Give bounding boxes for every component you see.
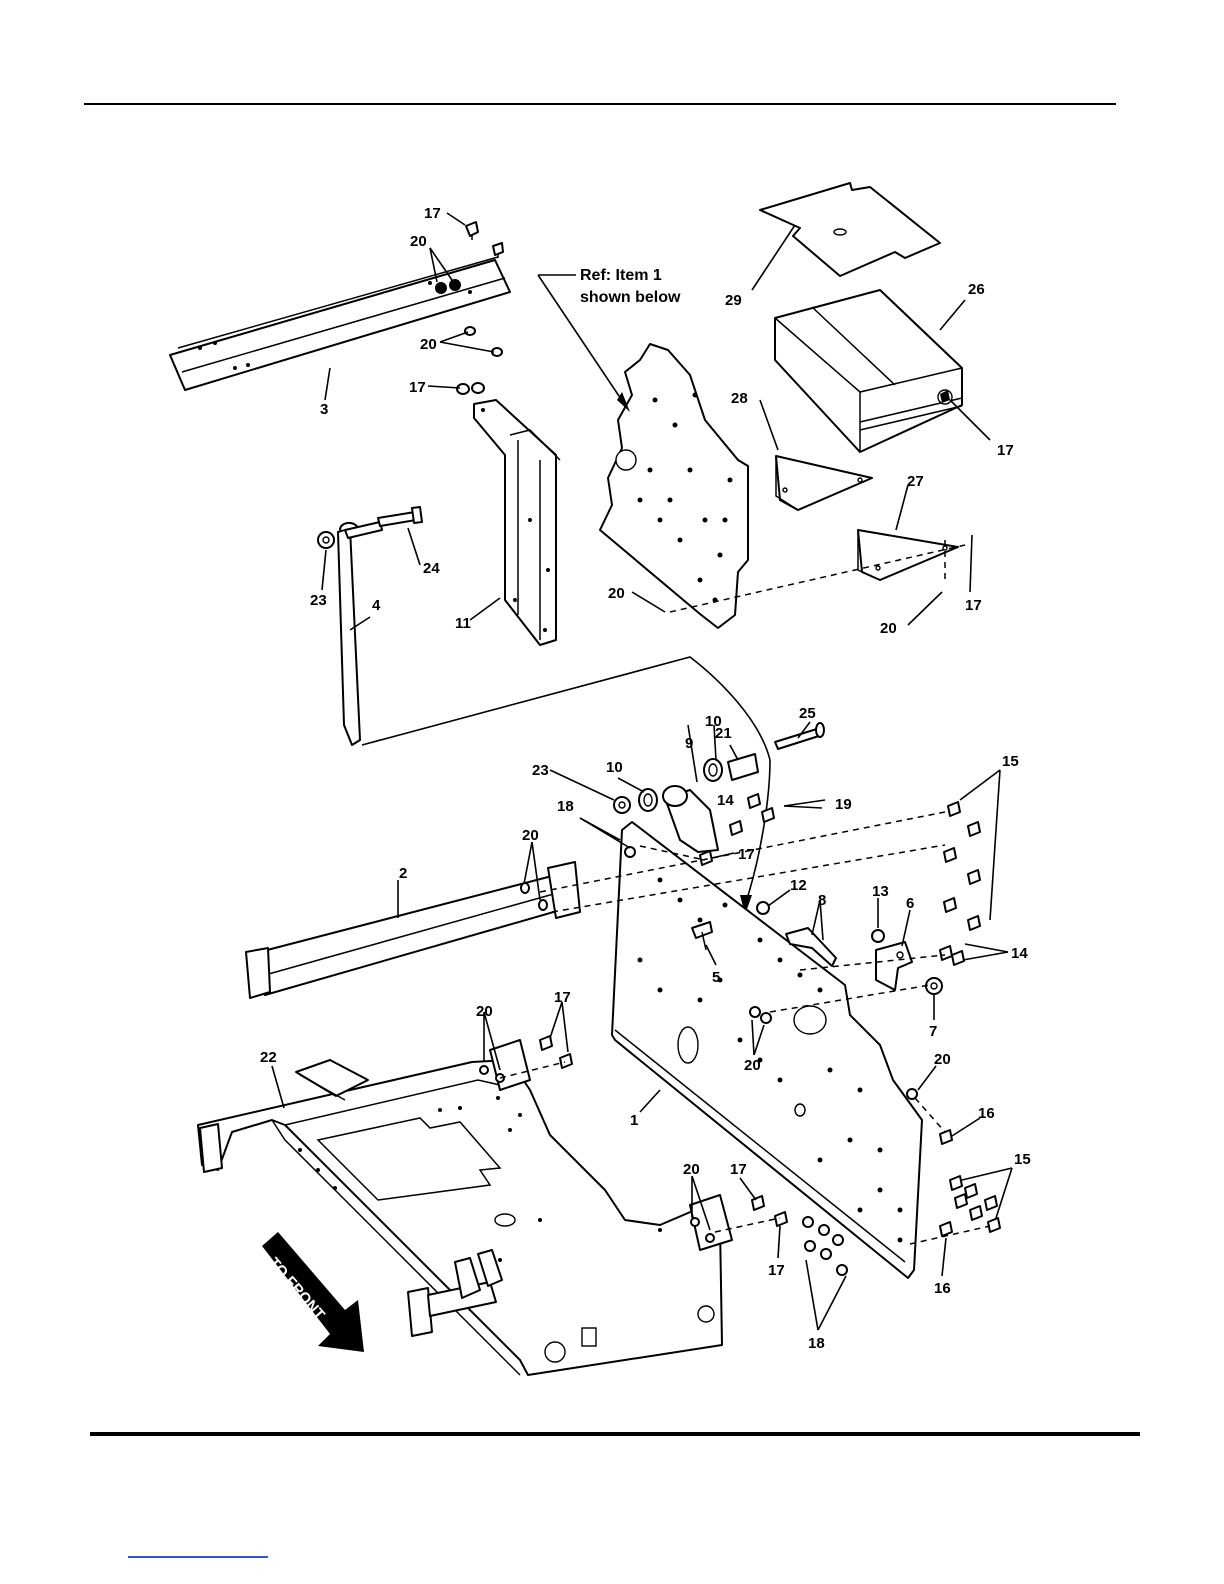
callout-20: 20 (608, 585, 625, 602)
callout-20: 20 (683, 1161, 700, 1178)
part-28-bracket (776, 456, 872, 510)
part-23-nut-upper (318, 532, 334, 548)
callout-23: 23 (310, 592, 327, 609)
part-26-battery-box (775, 290, 962, 452)
callout-20: 20 (420, 336, 437, 353)
callout-15: 15 (1002, 753, 1019, 770)
callout-29: 29 (725, 292, 742, 309)
callout-9: 9 (685, 735, 693, 752)
callout-23: 23 (532, 762, 549, 779)
callout-17: 17 (409, 379, 426, 396)
callout-20: 20 (744, 1057, 761, 1074)
part-7-knob (926, 978, 942, 994)
callout-24: 24 (423, 560, 440, 577)
callout-17: 17 (554, 989, 571, 1006)
callout-19: 19 (835, 796, 852, 813)
part-10-bushing-left (639, 789, 657, 811)
callout-17: 17 (730, 1161, 747, 1178)
callout-4: 4 (372, 597, 381, 614)
fastener-group-15-upper (944, 802, 980, 930)
callout-20: 20 (934, 1051, 951, 1068)
part-6-bracket (876, 942, 912, 990)
callout-11: 11 (455, 615, 471, 632)
part-3-rail (170, 257, 510, 390)
callout-5: 5 (712, 969, 720, 986)
part-21-pin (728, 754, 758, 780)
ref-note-line1: Ref: Item 1 (580, 267, 662, 284)
fastener-group-top (457, 222, 503, 394)
part-29-cover-plate (760, 183, 940, 276)
callout-17: 17 (965, 597, 982, 614)
connection-arc-upper (362, 657, 770, 760)
callout-17: 17 (738, 846, 755, 863)
callout-3: 3 (320, 401, 328, 418)
callout-14: 14 (717, 792, 734, 809)
callout-6: 6 (906, 895, 914, 912)
callout-20: 20 (410, 233, 427, 250)
part-13-nut (872, 930, 884, 942)
ref-note-line2: shown below (580, 289, 681, 306)
part-9-pivot-bracket (663, 786, 718, 852)
callout-16: 16 (934, 1280, 951, 1297)
callout-18: 18 (808, 1335, 825, 1352)
callout-17: 17 (768, 1262, 785, 1279)
part-12-nut (757, 902, 769, 914)
callout-20: 20 (476, 1003, 493, 1020)
callout-20: 20 (880, 620, 897, 637)
callout-16: 16 (978, 1105, 995, 1122)
callout-17: 17 (997, 442, 1014, 459)
part-23-nut-lower (614, 797, 630, 813)
callout-1: 1 (630, 1112, 638, 1129)
callout-21: 21 (715, 725, 732, 742)
part-4-rod (338, 522, 382, 745)
callout-20: 20 (522, 827, 539, 844)
callout-2: 2 (399, 865, 407, 882)
part-2-cross-tube (246, 862, 580, 998)
part-24-bolt (378, 507, 422, 526)
to-front-arrow: TO FRONT (262, 1232, 364, 1352)
callout-25: 25 (799, 705, 816, 722)
callout-13: 13 (872, 883, 889, 900)
fastener-group-18-lower (803, 1217, 847, 1275)
callout-12: 12 (790, 877, 807, 894)
callout-10: 10 (606, 759, 623, 776)
callout-8: 8 (818, 892, 826, 909)
callout-14: 14 (1011, 945, 1028, 962)
callout-7: 7 (929, 1023, 937, 1040)
callout-17: 17 (424, 205, 441, 222)
part-10-bushing-right (704, 759, 722, 781)
fastener-group-18-upper (625, 847, 635, 857)
part-27-bracket (858, 530, 958, 580)
callout-22: 22 (260, 1049, 277, 1066)
callout-18: 18 (557, 798, 574, 815)
callout-28: 28 (731, 390, 748, 407)
callout-27: 27 (907, 473, 924, 490)
callout-15: 15 (1014, 1151, 1031, 1168)
callout-26: 26 (968, 281, 985, 298)
fastener-group-15-lower (950, 1176, 1000, 1232)
